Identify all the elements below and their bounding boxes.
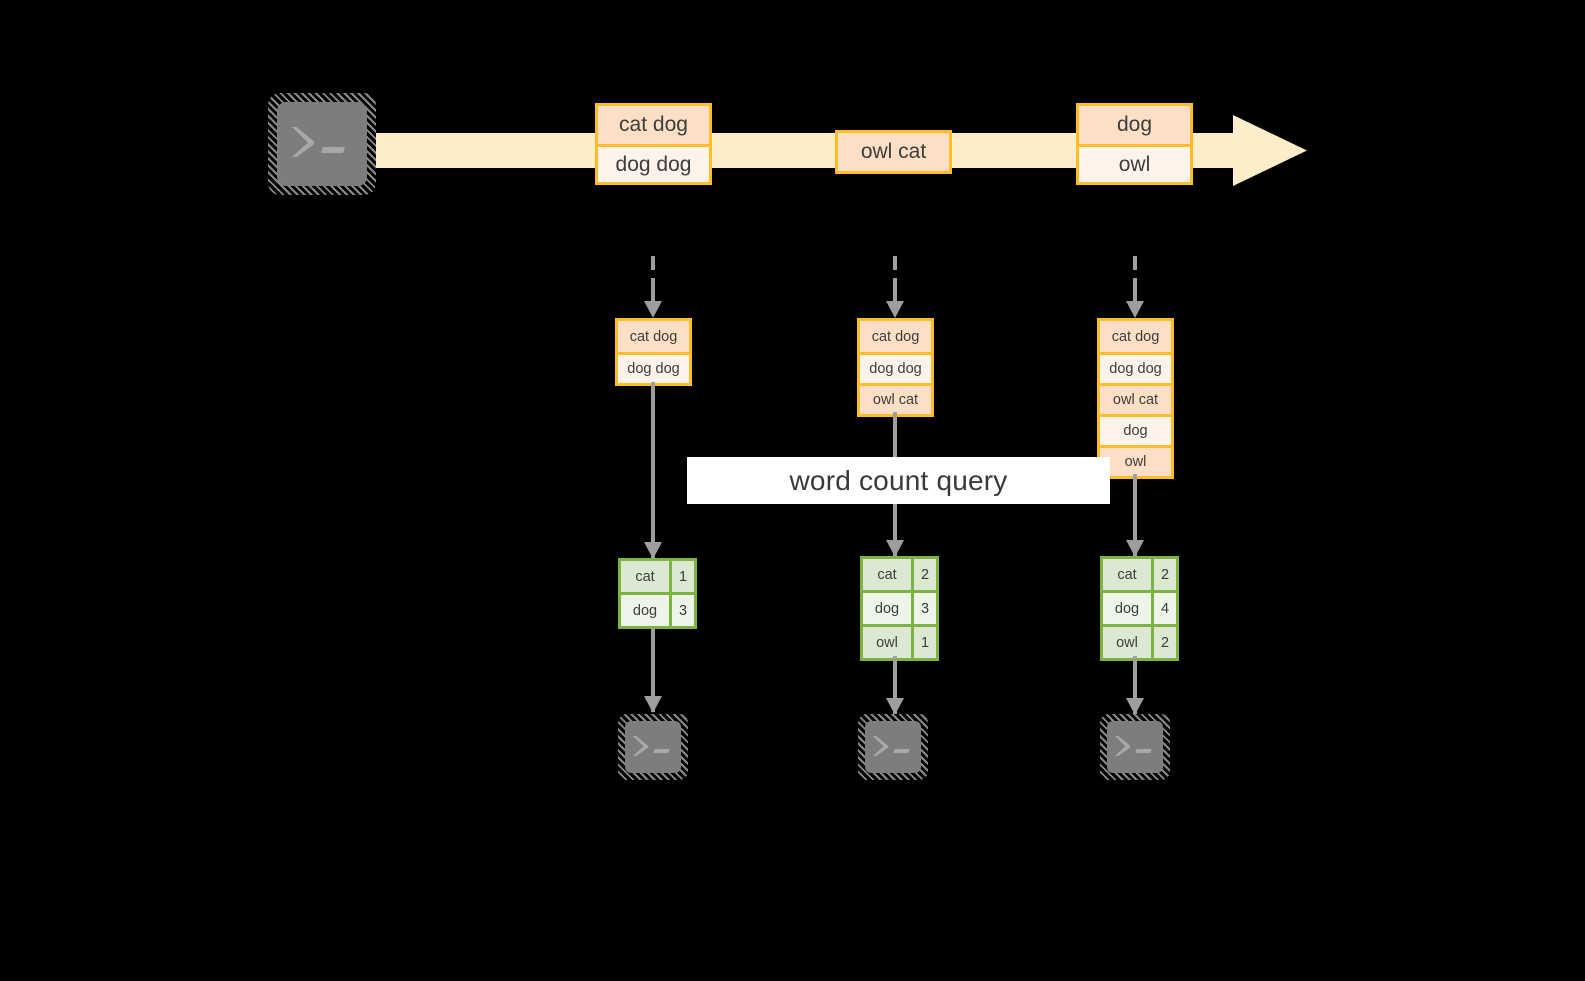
message-line: owl [1100,445,1171,476]
arrow-line [651,278,655,302]
stream-message-2: owl cat [835,130,952,174]
prompt-cursor-icon [893,749,910,753]
prompt-chevron-icon [1115,736,1130,756]
terminal-prompt-icon [1115,736,1155,758]
arrow-line [651,382,655,558]
arrow-line [893,278,897,302]
arrow-head-icon [644,696,662,713]
message-line: owl [1079,144,1190,182]
message-line: dog [1100,414,1171,445]
message-line: owl cat [838,133,949,171]
terminal-prompt-icon [292,127,352,161]
result-count: 4 [1151,593,1176,624]
result-word: cat [621,561,669,592]
result-word: dog [863,593,911,624]
prompt-chevron-icon [633,736,648,756]
stream-arrowhead [1233,115,1307,186]
result-table-column-2: cat 2 dog 3 owl 1 [860,556,939,661]
arrow-line [1133,656,1137,714]
terminal-prompt-icon [633,736,673,758]
table-row: cat 2 [863,559,936,590]
arrow-head-icon [1126,698,1144,715]
message-line: dog dog [1100,352,1171,383]
table-row: dog 4 [1103,590,1176,624]
table-row: dog 3 [621,592,694,626]
prompt-cursor-icon [653,749,670,753]
arrow-line [1133,474,1137,556]
result-count: 3 [669,595,694,626]
message-line: dog dog [860,352,931,383]
table-row: owl 2 [1103,624,1176,658]
terminal-screen [1107,721,1163,773]
query-label-banner: word count query [687,457,1110,504]
result-word: cat [1103,559,1151,590]
arrow-head-icon [644,301,662,318]
prompt-cursor-icon [1135,749,1152,753]
arrow-head-icon [886,698,904,715]
arrow-head-icon [1126,301,1144,318]
arrow-head-icon [644,542,662,559]
message-line: dog dog [598,144,709,182]
prompt-chevron-icon [292,127,314,157]
result-table-column-1: cat 1 dog 3 [618,558,697,629]
table-row: dog 3 [863,590,936,624]
arrow-dash-segment [893,256,897,270]
stream-message-1: cat dog dog dog [595,103,712,185]
message-line: owl cat [860,383,931,414]
source-terminal-icon [268,93,376,195]
arrow-line [893,656,897,714]
table-row: owl 1 [863,624,936,658]
result-table-column-3: cat 2 dog 4 owl 2 [1100,556,1179,661]
message-line: owl cat [1100,383,1171,414]
result-count: 1 [669,561,694,592]
result-count: 3 [911,593,936,624]
terminal-screen [625,721,681,773]
result-word: cat [863,559,911,590]
arrow-line [651,628,655,712]
prompt-chevron-icon [873,736,888,756]
query-label-text: word count query [789,464,1008,496]
result-word: dog [1103,593,1151,624]
arrow-head-icon [886,540,904,557]
sink-terminal-icon-column-3 [1100,714,1170,780]
message-line: cat dog [860,321,931,352]
message-line: cat dog [598,106,709,144]
message-line: cat dog [1100,321,1171,352]
arrow-dash-segment [651,256,655,270]
terminal-screen [865,721,921,773]
result-count: 2 [1151,559,1176,590]
message-line: dog [1079,106,1190,144]
terminal-screen [277,102,367,186]
prompt-cursor-icon [321,147,345,153]
sink-terminal-icon-column-2 [858,714,928,780]
stream-message-3: dog owl [1076,103,1193,185]
accumulated-messages-column-1: cat dog dog dog [615,318,692,386]
accumulated-messages-column-2: cat dog dog dog owl cat [857,318,934,417]
table-row: cat 1 [621,561,694,592]
sink-terminal-icon-column-1 [618,714,688,780]
result-count: 1 [911,627,936,658]
result-count: 2 [911,559,936,590]
result-word: owl [863,627,911,658]
arrow-line [1133,278,1137,302]
result-word: dog [621,595,669,626]
arrow-head-icon [1126,540,1144,557]
arrow-dash-segment [1133,256,1137,270]
result-word: owl [1103,627,1151,658]
result-count: 2 [1151,627,1176,658]
table-row: cat 2 [1103,559,1176,590]
message-line: cat dog [618,321,689,352]
terminal-prompt-icon [873,736,913,758]
message-line: dog dog [618,352,689,383]
arrow-head-icon [886,301,904,318]
accumulated-messages-column-3: cat dog dog dog owl cat dog owl [1097,318,1174,479]
